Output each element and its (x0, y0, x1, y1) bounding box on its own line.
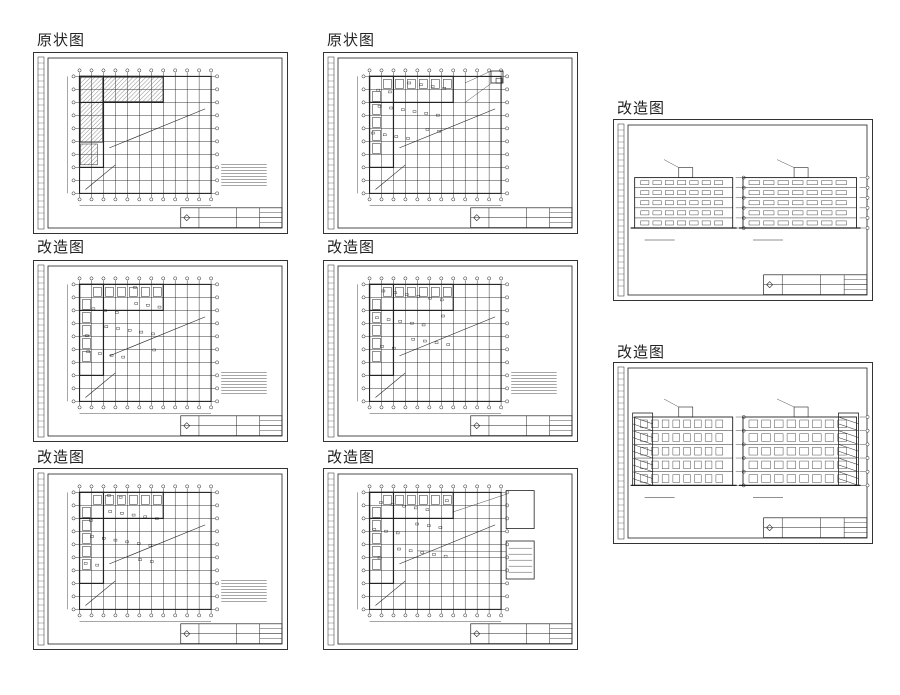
drawing-sheet-1 (33, 52, 288, 234)
cad-drawing-lines (617, 123, 870, 297)
cad-drawing-lines (37, 472, 283, 646)
drawing-sheet-6 (323, 468, 578, 650)
caption-sheet-7: 改造图 (617, 99, 666, 117)
cad-drawing-lines (617, 366, 870, 540)
cad-drawing-lines (37, 264, 283, 438)
caption-sheet-2: 原状图 (327, 31, 376, 49)
drawing-sheet-2 (323, 52, 578, 234)
drawing-sheet-8 (613, 362, 873, 544)
caption-sheet-1: 原状图 (37, 31, 86, 49)
drawing-sheet-7 (613, 119, 873, 301)
caption-sheet-6: 改造图 (327, 448, 376, 466)
caption-sheet-8: 改造图 (617, 343, 666, 361)
drawing-sheet-3 (33, 260, 288, 442)
drawing-sheet-5 (33, 468, 288, 650)
drawing-sheet-4 (323, 260, 578, 442)
cad-drawing-lines (37, 56, 283, 230)
caption-sheet-3: 改造图 (37, 238, 86, 256)
cad-drawing-lines (327, 56, 573, 230)
cad-drawing-lines (327, 472, 573, 646)
caption-sheet-4: 改造图 (327, 238, 376, 256)
caption-sheet-5: 改造图 (37, 448, 86, 466)
cad-drawing-lines (327, 264, 573, 438)
